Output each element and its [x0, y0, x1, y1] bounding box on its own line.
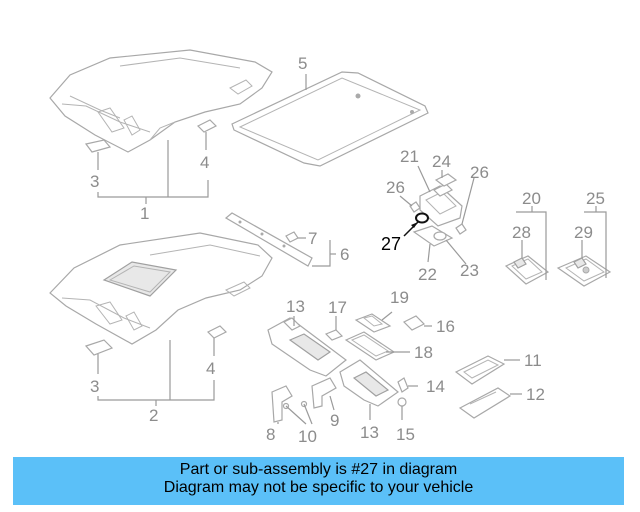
callout-29: 29	[574, 223, 593, 242]
banner-line-2: Diagram may not be specific to your vehi…	[163, 479, 474, 496]
callout-8: 8	[266, 425, 275, 444]
headliner-upper	[49, 49, 273, 153]
callout-18: 18	[414, 343, 433, 362]
lamp-cap-24	[434, 173, 458, 187]
clip-14	[397, 377, 409, 393]
clip-7	[285, 231, 299, 243]
clip-lower	[206, 325, 228, 339]
callout-23: 23	[460, 261, 479, 280]
callout-12: 12	[526, 385, 545, 404]
callout-17: 17	[328, 298, 347, 317]
screw-26-right	[455, 223, 467, 235]
headliner-lower	[49, 232, 273, 345]
sun-visor-upper	[267, 317, 347, 377]
callout-24: 24	[432, 152, 451, 171]
callout-1: 1	[140, 204, 149, 223]
callout-21: 21	[400, 147, 419, 166]
callout-7: 7	[308, 229, 317, 248]
grab-handle-9	[311, 377, 337, 409]
grab-handle-8	[271, 385, 293, 423]
callout-14: 14	[426, 377, 445, 396]
callout-5: 5	[298, 54, 307, 73]
callout-2: 2	[149, 406, 158, 425]
callout-4-upper: 4	[200, 153, 209, 172]
callout-4-lower: 4	[206, 359, 215, 378]
callout-15: 15	[396, 425, 415, 444]
screw-15	[397, 397, 407, 407]
callout-13-upper: 13	[286, 297, 305, 316]
callout-3-upper: 3	[90, 172, 99, 191]
callout-20: 20	[522, 189, 541, 208]
clip-17	[324, 329, 344, 341]
bracket-22	[412, 225, 454, 247]
callout-16: 16	[436, 317, 455, 336]
callout-9: 9	[330, 411, 339, 430]
mirror-18	[344, 331, 396, 361]
bulb-29	[573, 257, 587, 269]
clip-upper	[196, 119, 218, 133]
screw-26-left	[409, 201, 421, 213]
bulb-28	[513, 257, 527, 269]
parts-diagram: 3 4 1 5 7 6 3 4 2 21 24 26 26 27 22 23 2…	[49, 49, 612, 446]
roof-panel	[231, 71, 429, 167]
map-lamp-assembly	[419, 183, 463, 227]
callout-19: 19	[390, 288, 409, 307]
sun-visor-lower	[339, 359, 399, 407]
callout-3-lower: 3	[90, 377, 99, 396]
clip-27-highlight	[415, 212, 429, 224]
sun-visor-pad-lower	[84, 339, 114, 356]
callout-27: 27	[381, 234, 401, 254]
callout-22: 22	[418, 265, 437, 284]
roof-rail-trim	[224, 212, 313, 267]
mirror-lamp-19	[354, 313, 392, 333]
callout-10: 10	[298, 427, 317, 446]
callout-13-lower: 13	[360, 423, 379, 442]
callout-28: 28	[512, 223, 531, 242]
callout-26-left: 26	[386, 178, 405, 197]
banner-line-1: Part or sub-assembly is #27 in diagram	[179, 461, 458, 478]
switch-16	[402, 315, 426, 331]
info-banner: Part or sub-assembly is #27 in diagram D…	[13, 457, 624, 505]
fastener-23	[433, 231, 447, 241]
callout-25: 25	[586, 189, 605, 208]
callout-6: 6	[340, 245, 349, 264]
callout-11: 11	[524, 351, 542, 370]
trim-12	[458, 387, 512, 419]
sun-visor-pad-upper	[84, 139, 112, 153]
trim-11	[454, 355, 506, 385]
dome-lamp-20	[504, 255, 550, 285]
callout-26-right: 26	[470, 163, 489, 182]
